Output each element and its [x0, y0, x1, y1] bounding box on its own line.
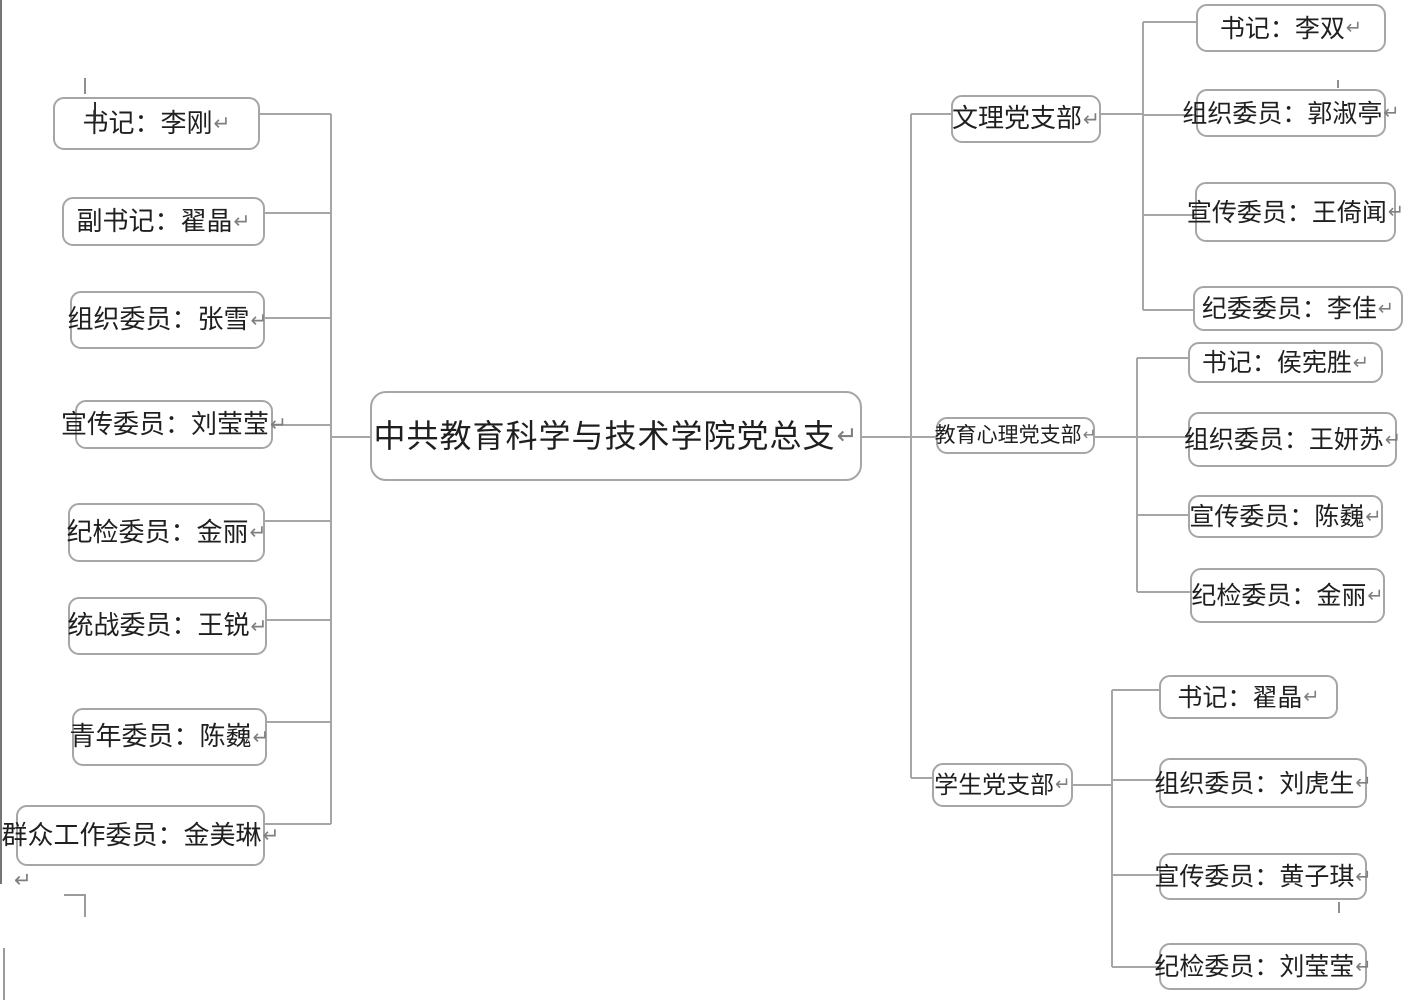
- student-discipline-node[interactable]: 纪检委员：刘莹莹↵: [1154, 943, 1372, 990]
- paragraph-mark-icon: ↵: [1365, 504, 1382, 528]
- anchor-tick-icon: [1338, 902, 1340, 913]
- paragraph-mark-icon: ↵: [1352, 350, 1370, 374]
- arts-sciences-discipline-node[interactable]: 纪委委员：李佳↵: [1193, 286, 1403, 331]
- paragraph-mark-icon: ↵: [1367, 583, 1384, 607]
- node-label: 组织委员：张雪: [67, 305, 250, 335]
- paragraph-mark-icon: ↵: [836, 420, 859, 450]
- paragraph-mark-icon: ↵: [1345, 16, 1363, 40]
- edu-psychology-organization-node[interactable]: 组织委员：王妍苏↵: [1184, 412, 1401, 467]
- committee-propaganda-member-node[interactable]: 宣传委员：刘莹莹↵: [61, 400, 287, 449]
- node-label: 书记：侯宪胜: [1201, 348, 1352, 377]
- committee-secretary-node[interactable]: 书记：李刚↵: [53, 97, 260, 150]
- arts-sciences-secretary-node[interactable]: 书记：李双↵: [1196, 4, 1386, 52]
- node-label: 宣传委员：陈巍: [1189, 502, 1365, 531]
- node-label: 文理党支部: [952, 104, 1083, 134]
- paragraph-mark-icon: ↵: [1055, 773, 1071, 795]
- paragraph-mark-icon: ↵: [1384, 427, 1402, 451]
- paragraph-mark-icon: ↵: [270, 412, 287, 437]
- paragraph-mark-icon: ↵: [250, 307, 268, 332]
- committee-united-front-member-node[interactable]: 统战委员：王锐↵: [67, 597, 268, 655]
- edu-psychology-secretary-node[interactable]: 书记：侯宪胜↵: [1188, 342, 1383, 383]
- student-organization-node[interactable]: 组织委员：刘虎生↵: [1154, 758, 1372, 808]
- node-label: 宣传委员：刘莹莹: [61, 409, 270, 440]
- node-label: 中共教育科学与技术学院党总支: [373, 417, 836, 455]
- node-label: 纪检委员：金丽: [1191, 581, 1367, 610]
- paragraph-mark-icon: ↵: [1083, 106, 1100, 131]
- node-label: 纪委委员：李佳: [1201, 294, 1377, 323]
- node-label: 纪检委员：金丽: [66, 517, 249, 548]
- paragraph-mark-icon: ↵: [14, 868, 32, 892]
- node-label: 宣传委员：王倚闻: [1186, 197, 1387, 227]
- paragraph-mark-icon: ↵: [1387, 200, 1405, 224]
- student-branch-node[interactable]: 学生党支部↵: [932, 763, 1073, 807]
- committee-deputy-secretary-node[interactable]: 副书记：翟晶↵: [62, 197, 265, 246]
- committee-mass-work-member-node[interactable]: 群众工作委员：金美琳↵: [2, 805, 280, 866]
- anchor-tick-icon: [84, 78, 86, 94]
- committee-discipline-member-node[interactable]: 纪检委员：金丽↵: [66, 503, 267, 562]
- committee-organization-member-node[interactable]: 组织委员：张雪↵: [67, 291, 268, 349]
- arts-sciences-branch-node[interactable]: 文理党支部↵: [951, 95, 1101, 143]
- page-edge-line-lower: [3, 948, 5, 1000]
- committee-youth-member-node[interactable]: 青年委员：陈巍↵: [69, 708, 270, 766]
- node-label: 群众工作委员：金美琳: [1, 820, 262, 851]
- node-label: 组织委员：王妍苏: [1183, 425, 1384, 454]
- paragraph-mark-icon: ↵: [213, 111, 231, 136]
- node-label: 书记：李双: [1219, 13, 1345, 43]
- paragraph-mark-icon: ↵: [250, 613, 268, 638]
- arts-sciences-propaganda-node[interactable]: 宣传委员：王倚闻↵: [1187, 182, 1404, 242]
- paragraph-mark-icon: ↵: [249, 520, 267, 545]
- paragraph-mark-icon: ↵: [1355, 864, 1372, 888]
- edu-psychology-discipline-node[interactable]: 纪检委员：金丽↵: [1190, 568, 1385, 623]
- paragraph-mark-icon: ↵: [233, 209, 251, 234]
- anchor-tick-icon: [1337, 80, 1339, 88]
- node-label: 学生党支部: [934, 771, 1055, 799]
- node-label: 青年委员：陈巍: [69, 722, 252, 752]
- general-branch-root-node[interactable]: 中共教育科学与技术学院党总支↵: [370, 391, 862, 481]
- node-label: 教育心理党支部: [934, 423, 1082, 447]
- paragraph-mark-icon: ↵: [1383, 101, 1400, 125]
- paragraph-mark-icon: ↵: [1355, 771, 1372, 795]
- student-secretary-node[interactable]: 书记：翟晶↵: [1159, 675, 1338, 719]
- paragraph-mark-icon: ↵: [262, 823, 280, 848]
- edu-psychology-branch-node[interactable]: 教育心理党支部↵: [934, 417, 1097, 454]
- student-propaganda-node[interactable]: 宣传委员：黄子琪↵: [1154, 853, 1372, 900]
- paragraph-mark-icon: ↵: [252, 724, 270, 749]
- node-label: 纪检委员：刘莹莹: [1154, 952, 1355, 981]
- node-label: 书记：李刚: [82, 108, 213, 139]
- node-label: 统战委员：王锐: [67, 611, 250, 641]
- arts-sciences-organization-node[interactable]: 组织委员：郭淑亭↵: [1182, 89, 1400, 137]
- node-label: 书记：翟晶: [1177, 682, 1303, 712]
- node-label: 副书记：翟晶: [76, 206, 233, 237]
- page-edge-line-upper: [0, 0, 2, 884]
- paragraph-mark-icon: ↵: [1355, 954, 1372, 978]
- paragraph-mark-icon: ↵: [1303, 685, 1320, 709]
- edu-psychology-propaganda-node[interactable]: 宣传委员：陈巍↵: [1188, 495, 1383, 538]
- text-caret: [94, 102, 96, 121]
- paragraph-mark-icon: ↵: [1082, 425, 1097, 445]
- paragraph-mark-icon: ↵: [1377, 296, 1395, 320]
- node-label: 宣传委员：黄子琪: [1154, 862, 1355, 891]
- text-boundary-corner-mark: [64, 894, 86, 917]
- node-label: 组织委员：刘虎生: [1154, 768, 1355, 798]
- node-label: 组织委员：郭淑亭: [1182, 98, 1383, 128]
